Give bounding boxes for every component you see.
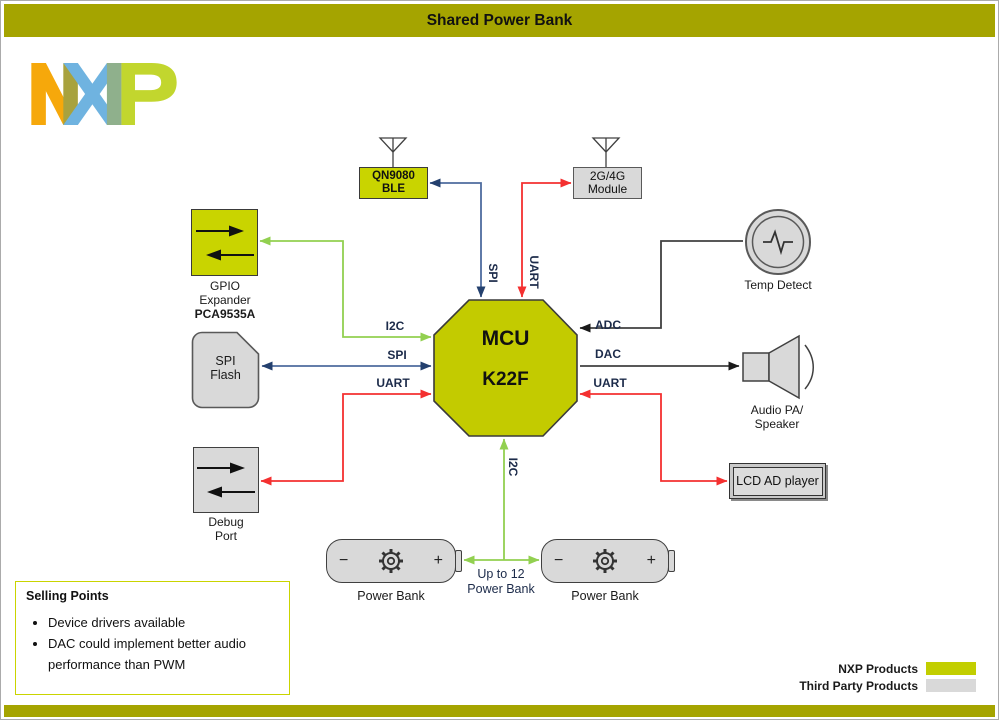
nxp-logo	[31, 63, 177, 125]
selling-points-box: Selling Points Device drivers available …	[15, 581, 290, 695]
legend-nxp-label: NXP Products	[838, 662, 918, 676]
selling-points-list: Device drivers available DAC could imple…	[16, 612, 289, 675]
audio-caption-line1: Audio PA/	[750, 403, 804, 417]
gear-icon	[379, 549, 403, 573]
port-label-i2c-bottom: I2C	[506, 457, 520, 477]
2g4g-label-line1: 2G/4G	[589, 168, 626, 183]
port-label-i2c-left: I2C	[385, 319, 405, 333]
up-to-note-line1: Up to 12	[477, 567, 525, 581]
pulse-icon	[763, 229, 793, 256]
bidirectional-arrows-icon	[197, 462, 255, 498]
block-qn9080-ble: QN9080 BLE	[359, 167, 428, 199]
selling-point-item: DAC could implement better audio perform…	[48, 633, 263, 675]
audio-caption-line2: Speaker	[754, 417, 800, 431]
temp-detect-sensor	[745, 209, 811, 275]
port-label-spi-left: SPI	[387, 348, 407, 362]
port-label-uart-right: UART	[593, 376, 627, 390]
block-lcd-ad-player: LCD AD player	[729, 463, 826, 499]
up-to-note-line2: Power Bank	[467, 582, 535, 596]
block-power-bank-left: − +	[326, 539, 456, 583]
selling-points-title: Selling Points	[26, 589, 109, 603]
spi-flash-line1: SPI	[215, 354, 236, 368]
qn9080-label-line1: QN9080	[372, 169, 415, 182]
power-bank-left-caption: Power Bank	[357, 589, 425, 603]
spi-flash-label: SPI Flash	[191, 354, 260, 382]
legend-nxp-swatch	[926, 662, 976, 675]
temp-detect-caption: Temp Detect	[744, 278, 812, 292]
bottom-bar	[4, 705, 995, 717]
block-mcu-k22f: MCU K22F	[433, 299, 578, 437]
antenna-icon	[591, 137, 621, 167]
mcu-part-number: K22F	[482, 369, 529, 390]
minus-sign: −	[339, 552, 349, 569]
qn9080-label-line2: BLE	[382, 183, 405, 195]
adc-connector-temp-mcu	[579, 240, 743, 333]
2g4g-label-line2: Module	[587, 182, 628, 196]
spi-flash-line2: Flash	[210, 368, 241, 382]
lcd-ad-player-label: LCD AD player	[732, 466, 823, 496]
block-power-bank-right: − +	[541, 539, 669, 583]
gear-icon	[593, 549, 617, 573]
plus-sign: +	[433, 552, 443, 569]
port-label-dac: DAC	[595, 347, 621, 361]
title-bar: Shared Power Bank	[4, 4, 995, 37]
power-bank-terminal	[668, 550, 675, 572]
legend-third-party-label: Third Party Products	[799, 679, 918, 693]
page-title: Shared Power Bank	[426, 12, 573, 29]
block-spi-flash-shape	[191, 331, 260, 409]
debug-port-caption: Debug Port	[181, 515, 271, 543]
selling-point-item: Device drivers available	[48, 612, 263, 633]
antenna-icon	[378, 137, 408, 167]
debug-caption-line2: Port	[214, 529, 237, 543]
mcu-octagon	[433, 299, 578, 437]
port-label-uart-top: UART	[527, 255, 541, 289]
port-label-spi-top: SPI	[486, 263, 500, 283]
audio-caption: Audio PA/ Speaker	[727, 403, 827, 431]
up-to-12-power-bank-note: Up to 12 Power Bank	[453, 567, 549, 597]
port-label-adc: ADC	[595, 318, 621, 332]
bidirectional-arrows-icon	[195, 225, 254, 260]
uart-connector-mcu-lcd	[579, 389, 728, 486]
minus-sign: −	[554, 552, 564, 569]
spi-connector-qn9080-mcu	[429, 178, 486, 298]
gpio-expander-caption: GPIO Expander PCA9535A	[179, 279, 271, 321]
gpio-caption-part: PCA9535A	[194, 307, 256, 321]
block-2g4g-module: 2G/4G Module	[573, 167, 642, 199]
speaker-icon	[742, 334, 814, 400]
mcu-label: MCU	[481, 327, 530, 350]
gpio-caption-line1: GPIO	[209, 279, 240, 293]
uart-connector-debug-mcu	[260, 389, 432, 486]
gpio-caption-line2: Expander	[199, 293, 251, 307]
port-label-uart-left: UART	[376, 376, 410, 390]
block-debug-port	[193, 447, 259, 513]
power-bank-right-caption: Power Bank	[571, 589, 639, 603]
block-gpio-expander	[191, 209, 258, 276]
plus-sign: +	[646, 552, 656, 569]
legend-third-party-swatch	[926, 679, 976, 692]
debug-caption-line1: Debug	[208, 515, 244, 529]
